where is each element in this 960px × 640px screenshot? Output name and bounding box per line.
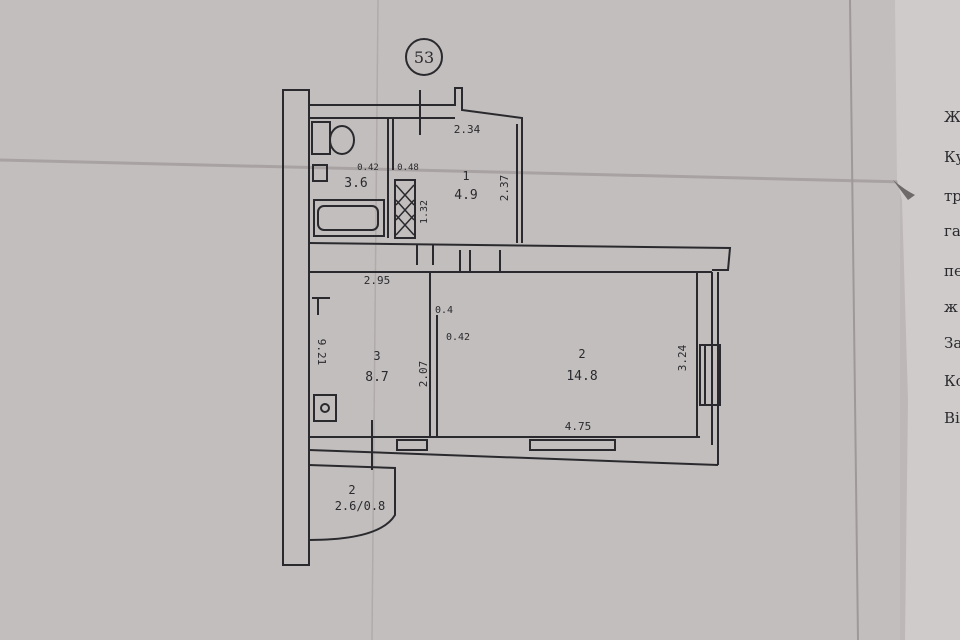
- dim-door-b: 0.42: [446, 332, 470, 343]
- dim-hall-height: 2.37: [498, 175, 511, 202]
- apartment-number: 53: [414, 48, 434, 67]
- bathroom-area: 3.6: [344, 176, 367, 191]
- dim-partition: 2.07: [417, 361, 430, 388]
- side-text-line: Ку: [944, 148, 960, 166]
- floor-plan: [282, 87, 732, 566]
- dim-room-height: 3.24: [676, 344, 689, 371]
- room-2-number: 2: [578, 347, 585, 361]
- side-text-line: га: [944, 222, 960, 240]
- bathroom-mark: 0.42: [357, 163, 379, 173]
- side-text-line: Ко: [944, 372, 960, 390]
- balcony-number: 2: [348, 483, 355, 497]
- side-text-line: Ж: [944, 108, 960, 126]
- room-2-area: 14.8: [566, 369, 597, 384]
- room-1-area: 4.9: [454, 188, 477, 203]
- dim-hall-inner: 1.32: [419, 200, 430, 224]
- room-1-number: 1: [462, 169, 469, 183]
- side-text-line: За: [944, 334, 960, 352]
- side-text-line: пе: [944, 262, 960, 280]
- room-3-area: 8.7: [365, 370, 388, 385]
- room-3-number: 3: [373, 349, 380, 363]
- dim-top-width: 2.34: [454, 123, 481, 136]
- side-text-line: ж: [944, 298, 958, 316]
- side-text-line: тр: [944, 187, 960, 205]
- dim-door-a: 0.4: [435, 305, 453, 316]
- dim-kitchen-width: 2.95: [364, 274, 391, 287]
- bathroom-mark-2: 0.48: [397, 163, 419, 173]
- side-text-line: Ві: [944, 409, 960, 427]
- dim-room-width: 4.75: [565, 420, 592, 433]
- balcony-area: 2.6/0.8: [335, 499, 386, 513]
- dim-kitchen-height: 9.21: [315, 339, 328, 366]
